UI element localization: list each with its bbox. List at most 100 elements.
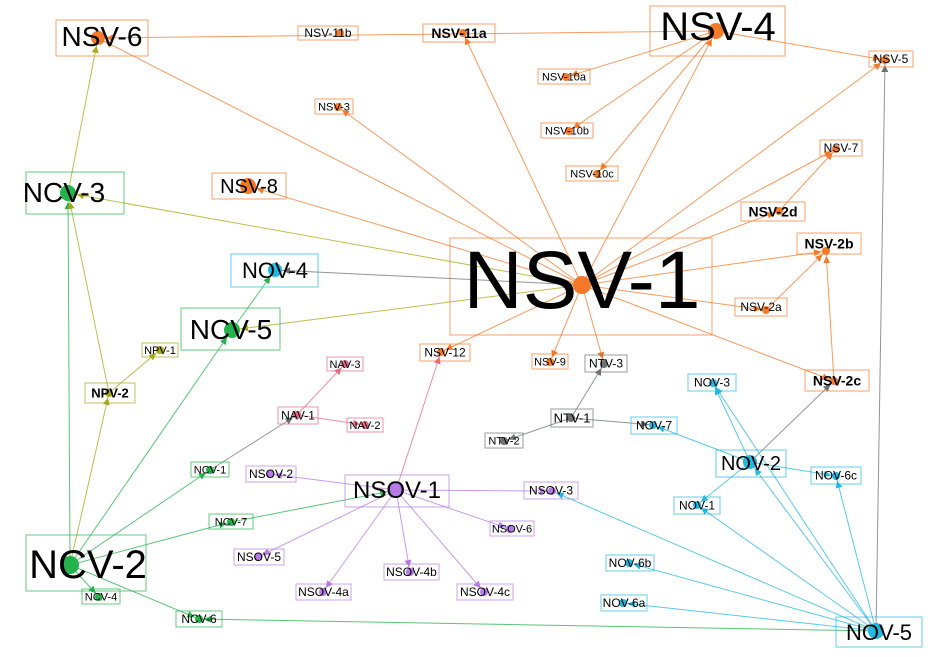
node-ncv-1[interactable]: NCV-1 <box>190 461 230 478</box>
node-nsv-2b[interactable]: NSV-2b <box>796 232 862 255</box>
node-nov-7[interactable]: NOV-7 <box>630 416 678 435</box>
node-dot[interactable] <box>293 411 301 419</box>
node-ncv-7[interactable]: NCV-7 <box>208 513 254 530</box>
node-nsv-10c[interactable]: NSV-10c <box>565 165 619 182</box>
node-nov-5[interactable]: NOV-5 <box>835 616 923 648</box>
node-nov-6c[interactable]: NOV-6c <box>810 466 862 485</box>
node-nsov-3[interactable]: NSOV-3 <box>523 481 579 500</box>
node-nsv-10a[interactable]: NSV-10a <box>537 68 591 85</box>
node-nov-3[interactable]: NOV-3 <box>687 373 737 392</box>
node-dot[interactable] <box>480 588 488 596</box>
node-dot[interactable] <box>625 559 633 567</box>
node-dot[interactable] <box>268 263 282 277</box>
node-nov-1[interactable]: NOV-1 <box>673 496 721 515</box>
node-dot[interactable] <box>881 56 889 64</box>
node-ntv-3[interactable]: NTV-3 <box>584 354 628 373</box>
node-dot[interactable] <box>195 615 203 623</box>
node-ntv-1[interactable]: NTV-1 <box>550 408 594 428</box>
node-nsov-1[interactable]: NSOV-1 <box>344 474 450 508</box>
node-ncv-4[interactable]: NCV-4 <box>81 588 121 605</box>
node-dot[interactable] <box>832 145 840 153</box>
node-nsov-6[interactable]: NSOV-6 <box>489 520 535 537</box>
node-dot[interactable] <box>224 322 240 338</box>
node-nsov-4a[interactable]: NSOV-4a <box>295 583 352 601</box>
node-nsv-8[interactable]: NSV-8 <box>211 172 287 200</box>
node-dot[interactable] <box>459 29 467 37</box>
node-dot[interactable] <box>319 588 327 596</box>
node-dot[interactable] <box>206 466 214 474</box>
node-dot[interactable] <box>709 379 717 387</box>
node-nsv-11a[interactable]: NSV-11a <box>422 23 496 43</box>
node-dot[interactable] <box>593 170 601 178</box>
node-dot[interactable] <box>562 73 570 81</box>
node-dot[interactable] <box>649 421 657 429</box>
node-dot[interactable] <box>437 348 445 356</box>
node-dot[interactable] <box>156 346 164 354</box>
node-dot[interactable] <box>832 472 840 480</box>
node-nsv-3[interactable]: NSV-3 <box>314 98 354 115</box>
node-nsov-2[interactable]: NSOV-2 <box>245 465 297 483</box>
node-nov-4[interactable]: NOV-4 <box>230 253 319 288</box>
node-ncv-6[interactable]: NCV-6 <box>175 610 223 628</box>
node-dot[interactable] <box>775 207 783 215</box>
node-dot[interactable] <box>406 568 414 576</box>
node-ncv-5[interactable]: NCV-5 <box>180 307 281 351</box>
node-ncv-3[interactable]: NCV-3 <box>23 171 125 215</box>
node-dot[interactable] <box>693 501 701 509</box>
node-dot[interactable] <box>334 103 342 111</box>
node-dot[interactable] <box>822 247 830 255</box>
node-nsv-2d[interactable]: NSV-2d <box>740 201 806 222</box>
node-dot[interactable] <box>361 421 369 429</box>
node-nsv-1[interactable]: NSV-1 <box>449 235 713 336</box>
node-dot[interactable] <box>619 599 627 607</box>
node-nsv-11b[interactable]: NSV-11b <box>297 25 359 41</box>
node-dot[interactable] <box>548 487 556 495</box>
node-dot[interactable] <box>91 31 105 45</box>
node-nsv-6[interactable]: NSV-6 <box>55 19 149 57</box>
node-nsv-9[interactable]: NSV-9 <box>531 353 569 370</box>
node-nov-6a[interactable]: NOV-6a <box>600 594 648 612</box>
node-ncv-2[interactable]: NCV-2 <box>25 534 147 592</box>
node-dot[interactable] <box>762 306 770 314</box>
node-dot[interactable] <box>95 593 103 601</box>
node-nsov-4b[interactable]: NSOV-4b <box>383 563 440 581</box>
node-dot[interactable] <box>567 414 575 422</box>
node-dot[interactable] <box>105 389 113 397</box>
node-nsv-4[interactable]: NSV-4 <box>649 5 786 57</box>
node-dot[interactable] <box>830 377 838 385</box>
node-dot[interactable] <box>388 482 404 498</box>
node-dot[interactable] <box>573 276 591 294</box>
node-dot[interactable] <box>341 360 349 368</box>
node-nav-3[interactable]: NAV-3 <box>326 356 364 372</box>
node-dot[interactable] <box>61 556 79 574</box>
node-nov-2[interactable]: NOV-2 <box>715 449 787 478</box>
node-nsv-12[interactable]: NSV-12 <box>419 343 471 362</box>
node-dot[interactable] <box>500 437 508 445</box>
node-nsov-5[interactable]: NSOV-5 <box>233 548 285 566</box>
node-dot[interactable] <box>266 470 274 478</box>
node-dot[interactable] <box>254 553 262 561</box>
node-dot[interactable] <box>600 360 608 368</box>
node-ntv-2[interactable]: NTV-2 <box>484 432 524 449</box>
node-nsov-4c[interactable]: NSOV-4c <box>456 583 514 601</box>
node-dot[interactable] <box>336 29 344 37</box>
node-nsv-5[interactable]: NSV-5 <box>868 50 914 68</box>
node-dot[interactable] <box>240 178 256 194</box>
node-npv-2[interactable]: NPV-2 <box>84 382 136 404</box>
node-nsv-10b[interactable]: NSV-10b <box>540 122 594 139</box>
node-dot[interactable] <box>565 127 573 135</box>
node-dot[interactable] <box>506 525 514 533</box>
node-nav-2[interactable]: NAV-2 <box>346 417 384 433</box>
node-dot[interactable] <box>227 518 235 526</box>
node-npv-1[interactable]: NPV-1 <box>141 342 179 358</box>
node-dot[interactable] <box>868 623 884 639</box>
node-nav-1[interactable]: NAV-1 <box>277 406 319 425</box>
node-nsv-7[interactable]: NSV-7 <box>819 139 863 157</box>
node-dot[interactable] <box>743 455 757 469</box>
node-dot[interactable] <box>546 358 554 366</box>
node-nov-6b[interactable]: NOV-6b <box>605 554 655 572</box>
node-nsv-2a[interactable]: NSV-2a <box>734 297 788 317</box>
node-dot[interactable] <box>60 185 76 201</box>
node-dot[interactable] <box>708 23 724 39</box>
node-nsv-2c[interactable]: NSV-2c <box>804 369 870 392</box>
